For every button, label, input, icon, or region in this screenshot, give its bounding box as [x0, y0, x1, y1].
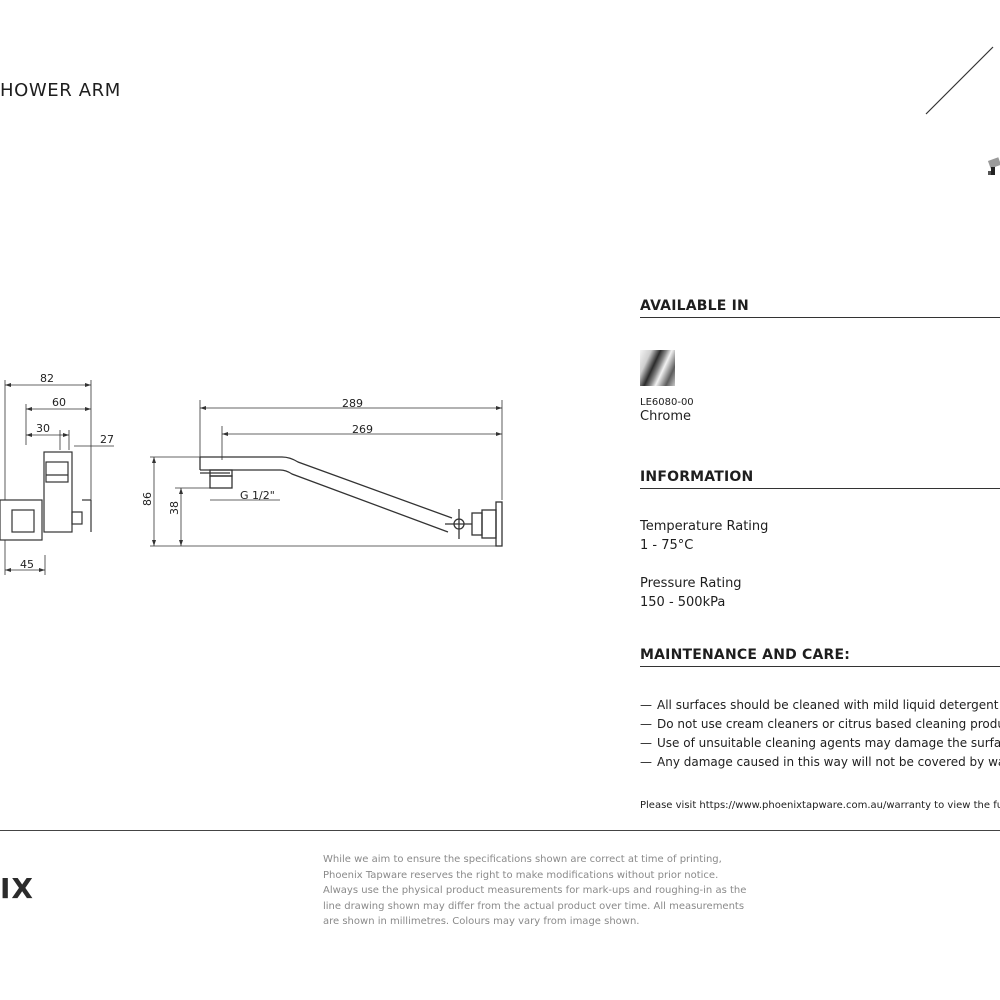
list-item: —Any damage caused in this way will not …: [640, 755, 1000, 769]
dim-45: 45: [20, 558, 34, 571]
warranty-link-text[interactable]: Please visit https://www.phoenixtapware.…: [640, 800, 1000, 811]
dim-27: 27: [100, 433, 114, 446]
technical-drawing: 82 60 30 27 45 289 269: [0, 372, 503, 575]
footer-divider: [0, 830, 1000, 831]
information-heading: INFORMATION: [640, 469, 1000, 489]
temperature-rating-label: Temperature Rating: [640, 519, 769, 534]
dim-30: 30: [36, 422, 50, 435]
temperature-rating-value: 1 - 75°C: [640, 538, 694, 553]
brand-logo: IX: [0, 872, 35, 905]
product-thumbnail-icon: [987, 157, 1000, 175]
dim-38: 38: [168, 501, 181, 515]
dim-86: 86: [141, 492, 154, 506]
disclaimer: While we aim to ensure the specification…: [323, 854, 747, 927]
pressure-rating-label: Pressure Rating: [640, 576, 742, 591]
page-title: HOWER ARM: [0, 80, 121, 101]
list-item: —All surfaces should be cleaned with mil…: [640, 698, 1000, 712]
list-item: —Use of unsuitable cleaning agents may d…: [640, 736, 1000, 750]
dim-289: 289: [342, 397, 363, 410]
decorative-diagonal-line: [925, 46, 994, 115]
thread-label: G 1/2": [240, 489, 275, 502]
pressure-rating-value: 150 - 500kPa: [640, 595, 726, 610]
care-list: —All surfaces should be cleaned with mil…: [640, 696, 1000, 772]
dim-82: 82: [40, 372, 54, 385]
finish-name: Chrome: [640, 409, 691, 424]
dim-269: 269: [352, 423, 373, 436]
list-item: —Do not use cream cleaners or citrus bas…: [640, 717, 1000, 731]
dim-60: 60: [52, 396, 66, 409]
maintenance-heading: MAINTENANCE AND CARE:: [640, 647, 1000, 667]
available-in-heading: AVAILABLE IN: [640, 298, 1000, 318]
finish-code: LE6080-00: [640, 397, 694, 408]
chrome-finish-swatch: [640, 350, 675, 386]
